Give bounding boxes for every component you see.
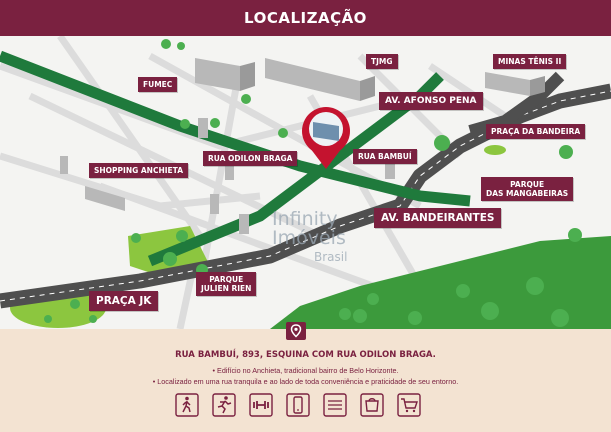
page-title: LOCALIZAÇÃO	[244, 9, 367, 27]
info-footer	[0, 329, 611, 432]
infinity-imoveis-watermark: Infinity Imóveis Brasil	[272, 208, 347, 265]
map-pin-badge	[286, 322, 306, 340]
label-line: JULIEN RIEN	[201, 284, 252, 293]
shopping-cart-icon	[397, 393, 421, 417]
phone-icon	[286, 393, 310, 417]
label-parque-das-mangabeiras: PARQUE DAS MANGABEIRAS	[481, 177, 574, 201]
label-line: PARQUE	[209, 275, 244, 284]
label-rua-odilon-braga: RUA ODILON BRAGA	[203, 151, 298, 166]
address-heading: RUA BAMBUÍ, 893, ESQUINA COM RUA ODILON …	[175, 350, 436, 360]
watermark-line: Infinity	[272, 208, 338, 230]
rua-odilon-braga-road	[147, 72, 444, 267]
walking-icon	[175, 393, 199, 417]
watermark-line: Imóveis	[272, 227, 346, 249]
building-group	[60, 58, 545, 234]
watermark-line: Brasil	[314, 250, 348, 264]
label-line: DAS MANGABEIRAS	[486, 189, 569, 198]
location-pin-icon	[302, 107, 350, 169]
header-bar: LOCALIZAÇÃO	[0, 0, 611, 36]
label-praca-da-bandeira: PRAÇA DA BANDEIRA	[486, 124, 586, 139]
bullet-text: • Edifício no Anchieta, tradicional bair…	[212, 366, 399, 375]
running-icon	[212, 393, 236, 417]
bullet-text: • Localizado em uma rua tranquila e ao l…	[152, 377, 459, 386]
label-fumec: FUMEC	[138, 77, 178, 92]
label-shopping-anchieta: SHOPPING ANCHIETA	[89, 163, 188, 178]
green-hill-park	[270, 236, 611, 329]
label-minas-tenis: MINAS TÊNIS II	[493, 54, 567, 69]
map-graphic	[0, 36, 611, 329]
market-icon	[360, 393, 384, 417]
pin-icon	[290, 324, 302, 338]
label-tjmg: TJMG	[366, 54, 398, 69]
location-map: TJMG MINAS TÊNIS II FUMEC AV. AFONSO PEN…	[0, 36, 611, 329]
label-praca-jk: PRAÇA JK	[89, 291, 159, 311]
rua-bambui-road	[0, 50, 471, 207]
minas-tenis-clube-icon	[323, 393, 347, 417]
gym-icon	[249, 393, 273, 417]
label-parque-julien-rien: PARQUE JULIEN RIEN	[196, 272, 257, 296]
label-av-afonso-pena: AV. AFONSO PENA	[379, 92, 483, 110]
amenity-icons	[175, 393, 435, 421]
label-line: PARQUE	[510, 180, 545, 189]
praca-da-bandeira-roundabout	[484, 145, 506, 155]
label-av-bandeirantes: AV. BANDEIRANTES	[374, 208, 502, 228]
label-rua-bambui: RUA BAMBUÍ	[353, 149, 417, 164]
